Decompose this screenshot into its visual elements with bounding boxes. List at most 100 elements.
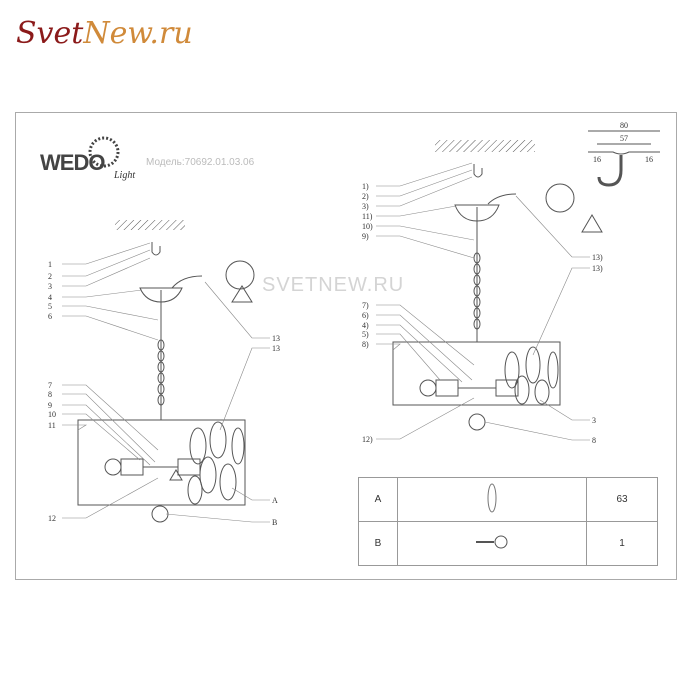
lamp-shade bbox=[77, 419, 246, 506]
callout-label: 11 bbox=[48, 421, 56, 430]
ceiling-hatch bbox=[115, 220, 185, 230]
crystal-drop-icon bbox=[397, 477, 587, 522]
callout-label: 12 bbox=[48, 514, 56, 523]
leader-line bbox=[376, 205, 457, 217]
callout-label: 8) bbox=[362, 340, 369, 349]
wire-detail bbox=[225, 260, 255, 290]
crystal-drops bbox=[504, 346, 559, 405]
warning-icon bbox=[231, 285, 253, 303]
leader-line bbox=[376, 225, 475, 241]
leader-line bbox=[484, 421, 590, 441]
callout-label: 13) bbox=[592, 253, 603, 262]
callout-label: 4) bbox=[362, 321, 369, 330]
table-row: A 63 bbox=[358, 477, 658, 522]
callout-label: 7 bbox=[48, 381, 52, 390]
leader-line bbox=[376, 169, 473, 197]
table-row: B 1 bbox=[358, 521, 658, 566]
crystal-ball bbox=[151, 505, 169, 523]
leader-line bbox=[376, 235, 475, 259]
part-qty: 63 bbox=[586, 477, 658, 522]
leader-line bbox=[62, 413, 141, 461]
dim-left: 16 bbox=[593, 155, 601, 164]
leader-line bbox=[376, 176, 473, 207]
callout-label: 6 bbox=[48, 312, 52, 321]
chain bbox=[473, 252, 481, 330]
left-diagram bbox=[62, 220, 270, 523]
hook-icon bbox=[473, 164, 483, 178]
leader-line bbox=[62, 305, 159, 321]
leader-line bbox=[62, 289, 143, 298]
callout-label: 13 bbox=[272, 334, 280, 343]
drawing-frame bbox=[15, 112, 677, 580]
leader-line bbox=[62, 242, 151, 265]
leader-line bbox=[62, 393, 156, 463]
watermark: SVETNEW.RU bbox=[262, 274, 405, 296]
bulb bbox=[104, 458, 122, 476]
hook-dimension-drawing bbox=[588, 130, 660, 187]
callout-label: 8 bbox=[592, 436, 596, 445]
callout-label: 10 bbox=[48, 410, 56, 419]
callout-label: 9 bbox=[48, 401, 52, 410]
callout-label: 13) bbox=[592, 264, 603, 273]
callout-label: 2 bbox=[48, 272, 52, 281]
leader-line bbox=[204, 281, 270, 339]
callout-label: 8 bbox=[48, 390, 52, 399]
leader-line bbox=[376, 333, 441, 381]
callout-label: 9) bbox=[362, 232, 369, 241]
model-label: Модель:70692.01.03.06 bbox=[146, 157, 255, 168]
leader-line bbox=[515, 195, 590, 258]
part-id: A bbox=[358, 477, 398, 522]
callout-label: 11) bbox=[362, 212, 373, 221]
site-logo: SvetNew.ru bbox=[16, 16, 193, 51]
ceiling-hatch bbox=[435, 140, 535, 152]
logo-part-2: New.ru bbox=[83, 16, 193, 51]
leader-line bbox=[62, 249, 151, 277]
leader-line bbox=[231, 487, 270, 501]
callout-label: A bbox=[272, 496, 278, 505]
callout-label: 13 bbox=[272, 344, 280, 353]
crystal-ball bbox=[468, 413, 486, 431]
leader-line bbox=[62, 404, 151, 466]
part-id: B bbox=[358, 521, 398, 566]
leader-line bbox=[62, 477, 159, 519]
leader-line bbox=[62, 315, 159, 341]
logo-part-1: Svet bbox=[16, 16, 84, 51]
leader-line bbox=[376, 162, 473, 187]
leader-line bbox=[376, 304, 475, 366]
right-diagram bbox=[376, 130, 660, 441]
lamp-shade bbox=[392, 341, 561, 406]
callout-label: 1 bbox=[48, 260, 52, 269]
wire-detail bbox=[545, 183, 575, 213]
callout-label: 5 bbox=[48, 302, 52, 311]
callout-label: 5) bbox=[362, 330, 369, 339]
brand-logo-sub: Light bbox=[114, 170, 136, 181]
leader-line bbox=[62, 257, 151, 287]
dim-right: 16 bbox=[645, 155, 653, 164]
leader-line bbox=[376, 397, 475, 440]
leader-line bbox=[165, 513, 270, 523]
callout-label: 10) bbox=[362, 222, 373, 231]
parts-table: A 63 B 1 bbox=[358, 477, 658, 566]
leader-line bbox=[62, 424, 88, 431]
leader-line bbox=[376, 343, 401, 351]
leader-line bbox=[539, 399, 590, 421]
callout-label: 4 bbox=[48, 293, 52, 302]
part-qty: 1 bbox=[586, 521, 658, 566]
crystal-ball-pendant-icon bbox=[397, 521, 587, 566]
chain bbox=[157, 339, 165, 406]
callout-label: 3 bbox=[48, 282, 52, 291]
callout-label: 3) bbox=[362, 202, 369, 211]
callout-label: 1) bbox=[362, 182, 369, 191]
leader-line bbox=[532, 267, 590, 356]
callout-label: 12) bbox=[362, 435, 373, 444]
dim-inner: 57 bbox=[620, 134, 628, 143]
leader-line bbox=[62, 384, 159, 451]
leader-line bbox=[376, 324, 463, 383]
bulb bbox=[419, 379, 437, 397]
hook-icon bbox=[151, 242, 161, 256]
callout-label: B bbox=[272, 518, 277, 527]
leader-line bbox=[376, 314, 473, 381]
callout-label: 6) bbox=[362, 311, 369, 320]
